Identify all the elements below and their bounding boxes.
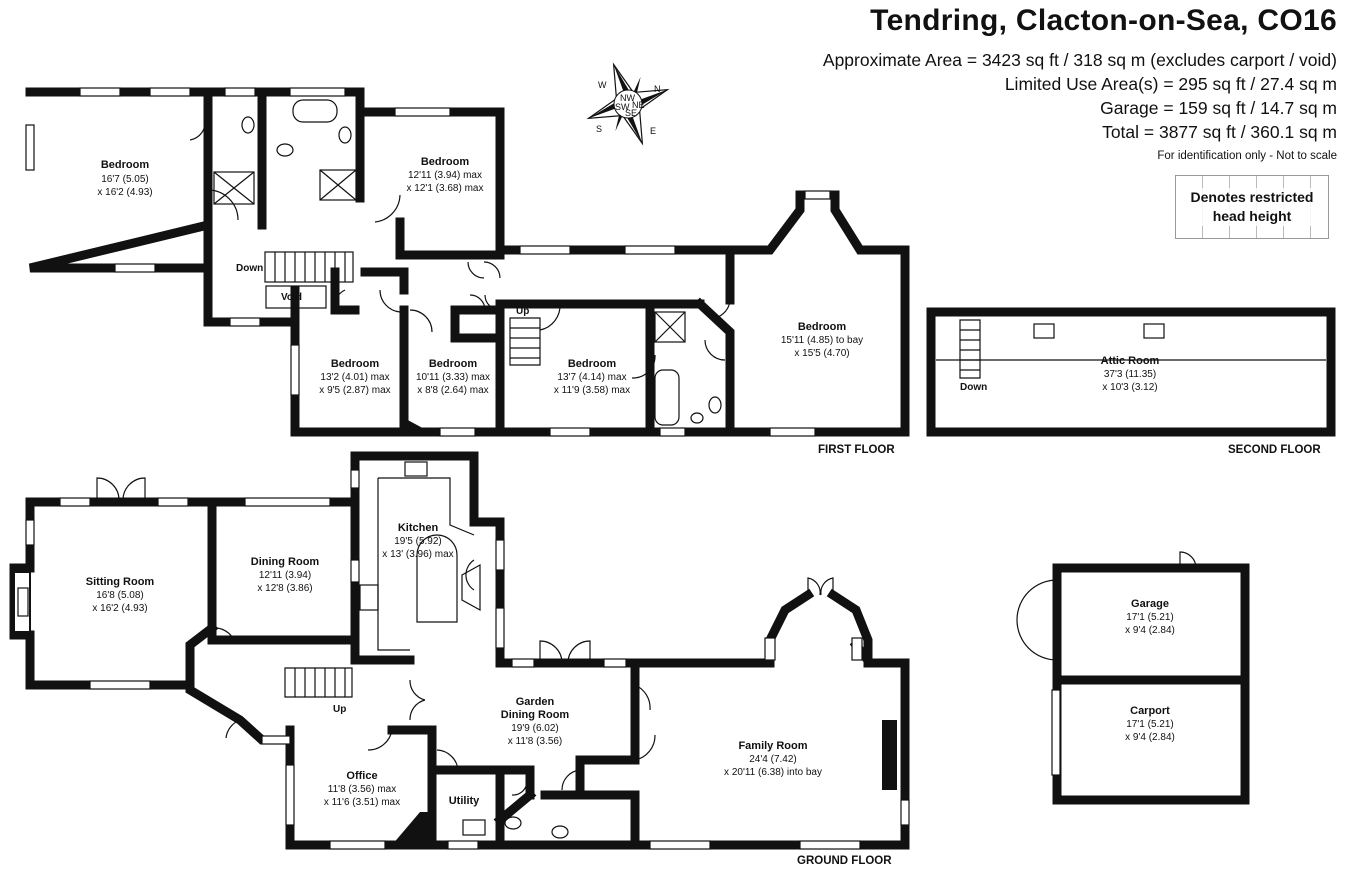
- garden-dining-dim2: x 11'8 (3.56): [508, 736, 563, 747]
- carport-dim2: x 9'4 (2.84): [1125, 732, 1175, 743]
- stairs-up-label: Up: [516, 306, 529, 317]
- compass-sw: SW: [615, 102, 630, 112]
- hall-walls: [185, 635, 415, 745]
- legend-text: Denotes restricted head height: [1176, 188, 1328, 226]
- bedroom-5-dim1: 13'7 (4.14) max: [557, 372, 626, 383]
- attic-name: Attic Room: [1101, 355, 1160, 367]
- compass-e: E: [650, 126, 656, 136]
- bedroom-6-name: Bedroom: [798, 321, 847, 333]
- ground-floor-doors: [96, 477, 834, 796]
- dining-room-dim2: x 12'8 (3.86): [257, 583, 312, 594]
- bedroom-4-dim2: x 8'8 (2.64) max: [417, 385, 488, 396]
- void-label: Void: [281, 292, 302, 303]
- dining-room-name: Dining Room: [251, 556, 320, 568]
- compass-s: S: [596, 124, 602, 134]
- approximate-area: Approximate Area = 3423 sq ft / 318 sq m…: [822, 50, 1337, 70]
- utility-name: Utility: [449, 795, 480, 807]
- bedroom-3-name: Bedroom: [331, 358, 380, 370]
- bedroom-1-dim2: x 16'2 (4.93): [97, 187, 152, 198]
- garden-dining-name2: Dining Room: [501, 709, 570, 721]
- garage-carport-plan: Garage 17'1 (5.21) x 9'4 (2.84) Carport …: [1016, 551, 1250, 805]
- bedrooms-lower-walls: [290, 190, 910, 437]
- area-summary: Approximate Area = 3423 sq ft / 318 sq m…: [823, 48, 1337, 144]
- compass-icon: N E S W NW NE SE SW: [586, 62, 670, 146]
- bedroom-5-walls: [495, 299, 705, 437]
- second-floor-plan: Attic Room 37'3 (11.35) x 10'3 (3.12) Do…: [926, 307, 1336, 456]
- family-room-dim2: x 20'11 (6.38) into bay: [724, 767, 822, 778]
- ground-floor-title: GROUND FLOOR: [797, 855, 892, 867]
- kitchen-dim2: x 13' (3.96) max: [382, 549, 453, 560]
- office-dim2: x 11'6 (3.51) max: [324, 797, 400, 808]
- stairs-down-first: [264, 251, 354, 283]
- family-room-dim1: 24'4 (7.42): [749, 754, 797, 765]
- bedroom-5-dim2: x 11'9 (3.58) max: [554, 385, 630, 396]
- first-floor-labels: Bedroom 16'7 (5.05) x 16'2 (4.93) Bedroo…: [97, 156, 895, 456]
- garden-dining-name1: Garden: [516, 696, 555, 708]
- compass-ne: NE: [632, 100, 645, 110]
- compass-w: W: [598, 80, 607, 90]
- landing-walls: [203, 263, 300, 327]
- second-floor-title: SECOND FLOOR: [1228, 444, 1321, 456]
- total-area: Total = 3877 sq ft / 360.1 sq m: [1102, 122, 1337, 142]
- stairs-down-label: Down: [236, 263, 263, 274]
- kitchen-name: Kitchen: [398, 522, 439, 534]
- bedroom-3-dim2: x 9'5 (2.87) max: [319, 385, 390, 396]
- attic-down-label: Down: [960, 382, 987, 393]
- bedroom-3-dim1: 13'2 (4.01) max: [320, 372, 389, 383]
- stairs-up-first: [509, 317, 541, 366]
- bedroom-2-dim2: x 12'1 (3.68) max: [407, 183, 484, 194]
- cupboard-walls: [450, 305, 505, 343]
- bedroom-2-name: Bedroom: [421, 156, 470, 168]
- attic-dim1: 37'3 (11.35): [1104, 369, 1156, 380]
- bedroom-5-name: Bedroom: [568, 358, 617, 370]
- garage-dim2: x 9'4 (2.84): [1125, 625, 1175, 636]
- limited-use-area: Limited Use Area(s) = 295 sq ft / 27.4 s…: [1004, 74, 1337, 94]
- garage-walls: [1052, 563, 1250, 685]
- garden-dining-dim1: 19'9 (6.02): [511, 723, 559, 734]
- sitting-room-dim1: 16'8 (5.08): [96, 590, 144, 601]
- first-floor-doors: [189, 119, 731, 379]
- first-floor-title: FIRST FLOOR: [818, 444, 895, 456]
- restricted-height-legend: Denotes restricted head height: [1175, 175, 1329, 239]
- page-title: Tendring, Clacton-on-Sea, CO16: [870, 4, 1337, 37]
- utility-walls: [427, 765, 585, 850]
- first-floor-windows: [25, 87, 831, 437]
- sitting-room-dim2: x 16'2 (4.93): [92, 603, 147, 614]
- sitting-room-name: Sitting Room: [86, 576, 155, 588]
- compass-nw: NW: [620, 93, 635, 103]
- ground-stairs-up-label: Up: [333, 704, 346, 715]
- bedroom-2-walls: [355, 107, 505, 260]
- attic-dim2: x 10'3 (3.12): [1102, 382, 1157, 393]
- family-room-name: Family Room: [738, 740, 807, 752]
- first-floor-plan: [25, 87, 910, 437]
- bedroom-6-dim2: x 15'5 (4.70): [794, 348, 849, 359]
- ground-floor-plan: [9, 451, 910, 850]
- garage-area: Garage = 159 sq ft / 14.7 sq m: [1100, 98, 1337, 118]
- ground-floor-labels: Sitting Room 16'8 (5.08) x 16'2 (4.93) D…: [86, 522, 892, 867]
- bedroom-4-name: Bedroom: [429, 358, 478, 370]
- dining-room-dim1: 12'11 (3.94): [259, 570, 311, 581]
- bedroom-6-walls: [693, 245, 735, 437]
- garage-name: Garage: [1131, 598, 1169, 610]
- kitchen-dim1: 19'5 (5.92): [394, 536, 442, 547]
- bedroom-1-dim1: 16'7 (5.05): [101, 174, 149, 185]
- dining-room-walls: [207, 451, 360, 645]
- office-dim1: 11'8 (3.56) max: [328, 784, 396, 795]
- carport-name: Carport: [1130, 705, 1170, 717]
- compass-n: N: [654, 84, 661, 94]
- carport-dim1: 17'1 (5.21): [1126, 719, 1174, 730]
- bedroom-6-dim1: 15'11 (4.85) to bay: [781, 335, 863, 346]
- bedroom-1-name: Bedroom: [101, 159, 150, 171]
- identification-note: For identification only - Not to scale: [1157, 150, 1337, 162]
- ground-floor-windows: [25, 469, 910, 850]
- bedroom-4-dim1: 10'11 (3.33) max: [416, 372, 490, 383]
- garage-dim1: 17'1 (5.21): [1126, 612, 1174, 623]
- bedroom-2-dim1: 12'11 (3.94) max: [408, 170, 482, 181]
- office-name: Office: [346, 770, 377, 782]
- compass-se: SE: [625, 108, 637, 118]
